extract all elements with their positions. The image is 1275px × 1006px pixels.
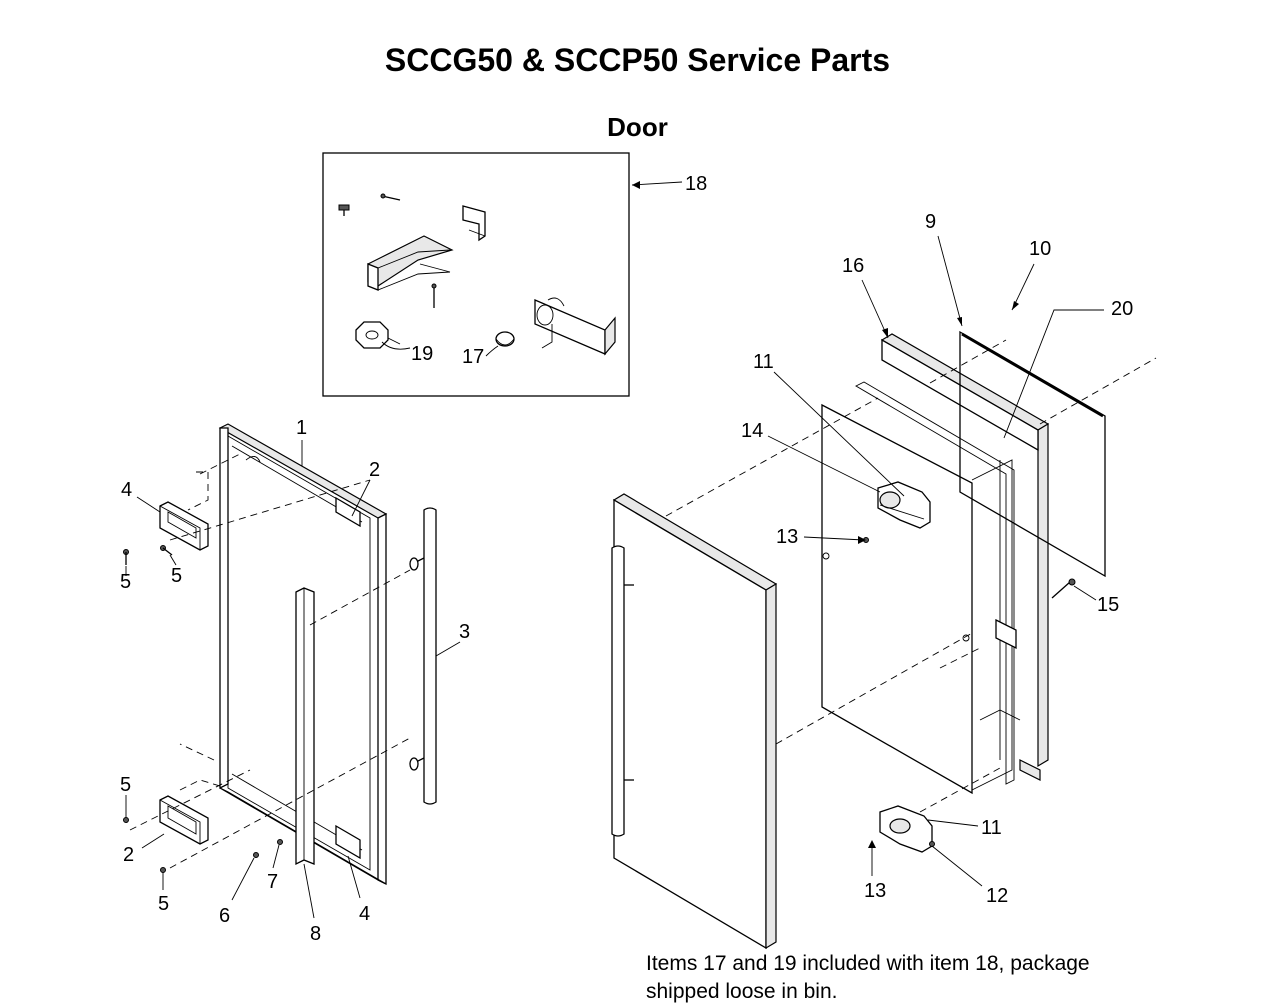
door-handle-left: [409, 507, 437, 805]
callout-2-bottom: 2: [123, 844, 134, 866]
callout-4-bottom: 4: [359, 903, 370, 925]
callout-5-c: 5: [120, 774, 131, 796]
footnote-line-1: Items 17 and 19 included with item 18, p…: [646, 952, 1090, 975]
callout-3: 3: [459, 621, 470, 643]
footnote-line-2: shipped loose in bin.: [646, 980, 838, 1003]
door-liner-panel: [821, 403, 973, 795]
callout-4-top: 4: [121, 479, 132, 501]
kit-knob: [495, 331, 515, 347]
footnote: Items 17 and 19 included with item 18, p…: [646, 950, 1166, 1006]
kit-l-bracket: [534, 297, 616, 356]
callout-13-bottom: 13: [864, 880, 886, 902]
leader-lines: [125, 181, 1104, 919]
kit-hex-nut: [355, 321, 401, 349]
callout-10: 10: [1029, 238, 1051, 260]
hardware-kit-box: [322, 152, 630, 397]
hinge-cam-bottom: [879, 805, 933, 853]
callout-5-b: 5: [171, 565, 182, 587]
assembly-lines-right: [665, 339, 1157, 813]
callout-2-top: 2: [369, 459, 380, 481]
callout-18: 18: [685, 173, 707, 195]
callout-16: 16: [842, 255, 864, 277]
hinge-cam-top: [877, 481, 931, 529]
callout-6: 6: [219, 905, 230, 927]
callout-17: 17: [462, 346, 484, 368]
callout-14: 14: [741, 420, 763, 442]
callout-9: 9: [925, 211, 936, 233]
callout-8: 8: [310, 923, 321, 945]
gasket-sheet: [959, 330, 1106, 578]
callout-11-bottom: 11: [981, 817, 1002, 839]
callout-19: 19: [411, 343, 433, 365]
callout-5-d: 5: [158, 893, 169, 915]
hinge-block-bottom: [159, 795, 209, 845]
door-outer-panel: [611, 493, 778, 950]
section-subtitle: Door: [607, 112, 668, 142]
screws-left: [123, 545, 283, 873]
callout-11-top: 11: [753, 351, 774, 373]
gasket-strip: [295, 587, 315, 866]
callout-7: 7: [267, 871, 278, 893]
kit-pin: [380, 193, 401, 201]
callout-15: 15: [1097, 594, 1119, 616]
callout-5-a: 5: [120, 571, 131, 593]
callout-12: 12: [986, 885, 1008, 907]
callout-labels: 18 19 17 1 2 4 5 5 3 5 2 5 6 7 8 4 9 10 …: [120, 173, 1133, 945]
callout-1: 1: [296, 417, 307, 439]
hinge-block-top: [159, 501, 209, 551]
page-title: SCCG50 & SCCP50 Service Parts: [384, 42, 891, 78]
kit-hinge-wedge: [367, 235, 454, 291]
callout-13-top: 13: [776, 526, 798, 548]
assembly-lines-left: [129, 453, 411, 869]
callout-20: 20: [1111, 298, 1133, 320]
kit-screw: [338, 204, 350, 216]
kit-clip: [462, 205, 486, 242]
